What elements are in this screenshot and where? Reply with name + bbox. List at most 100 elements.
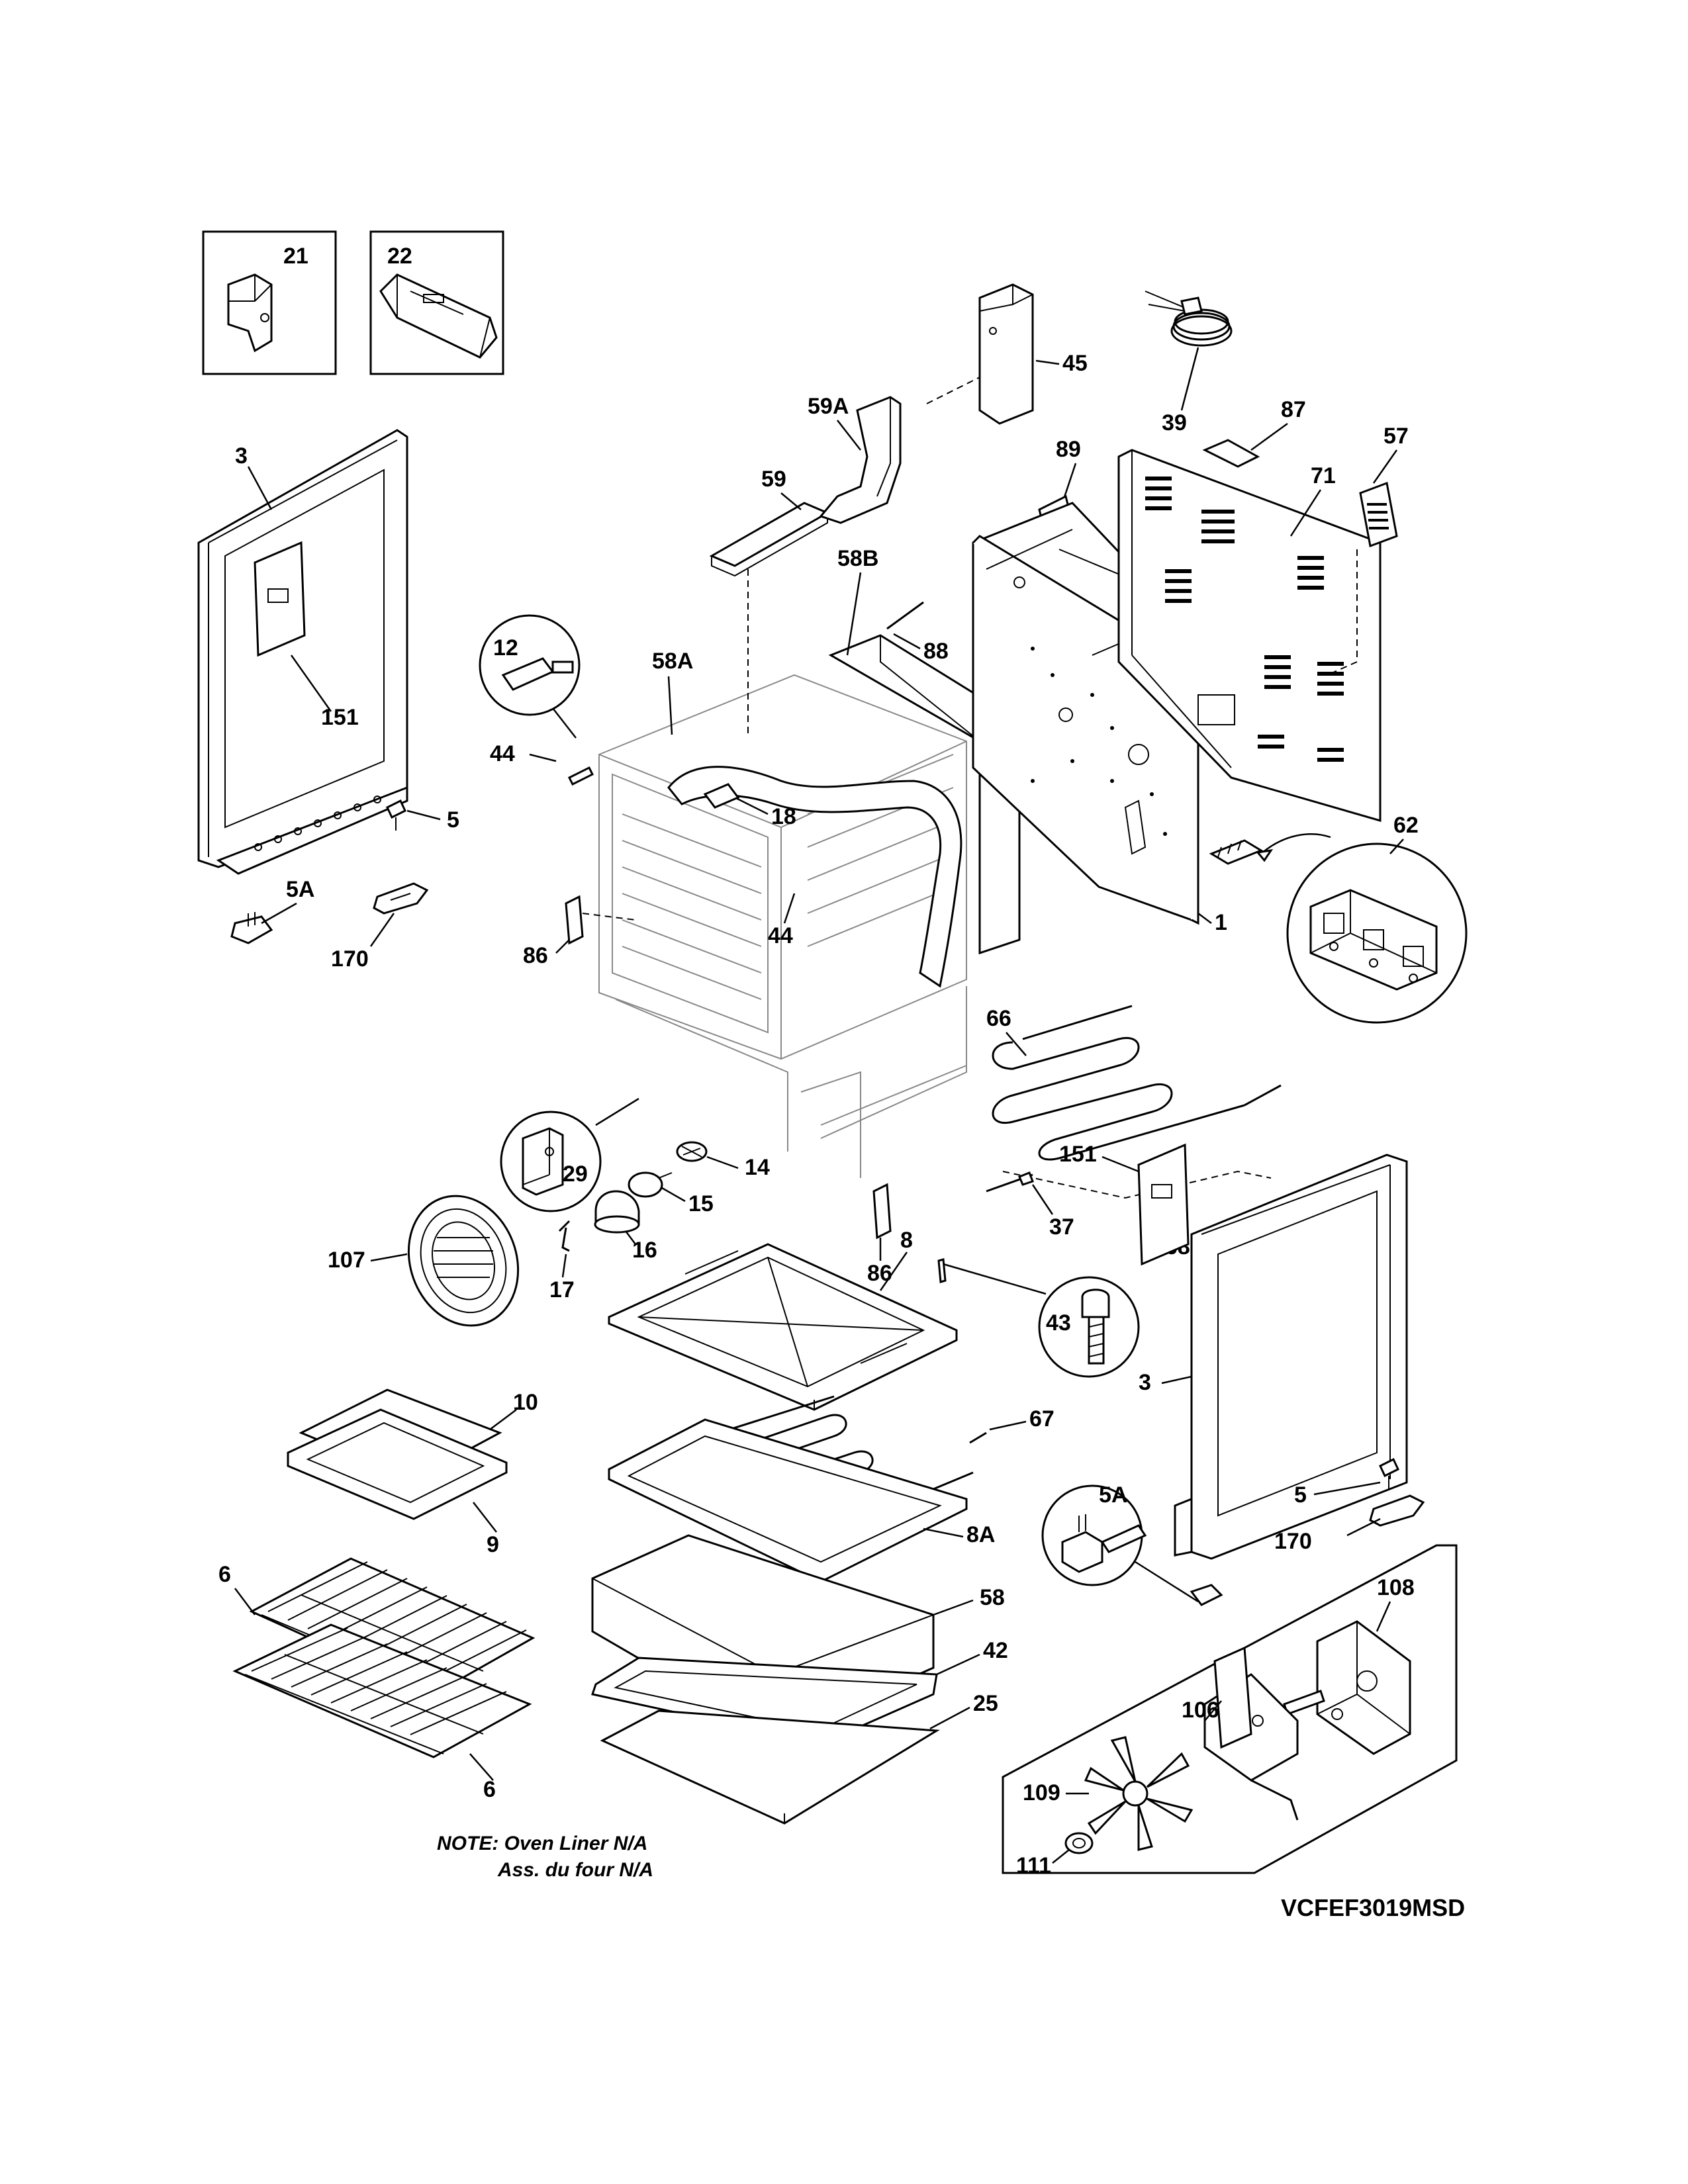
label-5A-left: 5A	[286, 877, 314, 902]
insulation-blanket[interactable]	[667, 766, 962, 988]
label-1: 1	[1215, 910, 1227, 935]
leg-5A-left[interactable]	[230, 912, 273, 944]
inset-part-22[interactable]: 22	[369, 230, 504, 375]
anti-tip-bracket-170-left[interactable]	[373, 882, 429, 915]
label-88: 88	[923, 639, 949, 664]
note-line-2: Ass. du four N/A	[497, 1859, 653, 1881]
panel-42[interactable]	[591, 1657, 938, 1745]
terminal-block-small[interactable]	[1209, 839, 1264, 865]
side-panel-left-3[interactable]	[197, 429, 408, 875]
circle-detail-62[interactable]	[1286, 842, 1468, 1024]
wire-harness-68[interactable]	[1002, 1170, 1272, 1199]
label-57: 57	[1383, 424, 1409, 449]
label-8: 8	[900, 1228, 913, 1253]
inset-part-21[interactable]: 21	[202, 230, 337, 375]
label-58: 58	[980, 1585, 1005, 1610]
label-59A: 59A	[808, 394, 849, 419]
duct-59A[interactable]	[819, 396, 902, 524]
label-8A: 8A	[966, 1522, 995, 1547]
label-39: 39	[1162, 410, 1187, 435]
label-12: 12	[493, 635, 518, 660]
bracket-151-left[interactable]	[254, 541, 306, 657]
lamp-bulb-15[interactable]	[628, 1171, 673, 1198]
label-87: 87	[1281, 397, 1306, 422]
plate-87[interactable]	[1202, 439, 1260, 468]
power-cord-39[interactable]	[1145, 291, 1233, 347]
broil-element-66[interactable]	[992, 1005, 1282, 1161]
label-6-top: 6	[218, 1562, 231, 1587]
convection-cover-107[interactable]	[391, 1181, 536, 1342]
oven-rack-6-bottom[interactable]	[232, 1623, 532, 1758]
hinge-receiver-86-left[interactable]	[565, 895, 584, 945]
label-5A-right: 5A	[1099, 1482, 1127, 1508]
label-58A: 58A	[652, 649, 693, 674]
label-45: 45	[1062, 351, 1088, 376]
label-5-left: 5	[447, 807, 459, 833]
label-18: 18	[771, 804, 796, 829]
latch-clip-18[interactable]	[703, 783, 740, 809]
duct-59[interactable]	[709, 502, 830, 577]
sensor-37[interactable]	[986, 1171, 1034, 1193]
label-3-right: 3	[1139, 1370, 1151, 1395]
wire-88[interactable]	[886, 601, 924, 630]
hinge-receiver-86-right[interactable]	[872, 1183, 892, 1240]
leg-5A-right[interactable]	[1190, 1584, 1223, 1606]
label-170-left: 170	[331, 946, 369, 972]
label-86-right: 86	[867, 1261, 892, 1286]
side-panel-right-3[interactable]	[1174, 1154, 1408, 1560]
fan-motor-108[interactable]	[1283, 1620, 1411, 1755]
label-22: 22	[387, 244, 412, 269]
label-107: 107	[328, 1248, 365, 1273]
bracket-151-right[interactable]	[1137, 1143, 1190, 1266]
circle-detail-43[interactable]: 43	[1038, 1276, 1140, 1378]
label-25: 25	[973, 1691, 998, 1716]
circle-detail-29[interactable]: 29	[500, 1111, 602, 1212]
label-21: 21	[283, 244, 308, 269]
label-10: 10	[513, 1390, 538, 1415]
convection-fan-inset[interactable]	[1002, 1544, 1458, 1874]
leveler-screw-5-left[interactable]	[386, 799, 406, 831]
label-5-right: 5	[1294, 1482, 1307, 1508]
label-9: 9	[487, 1532, 499, 1557]
label-14: 14	[745, 1155, 770, 1180]
label-67: 67	[1029, 1406, 1055, 1432]
bottom-8A[interactable]	[608, 1418, 968, 1583]
cover-25[interactable]	[600, 1709, 940, 1825]
label-151-right: 151	[1059, 1142, 1097, 1167]
label-29: 29	[563, 1161, 588, 1187]
fan-blade-109[interactable]	[1084, 1736, 1194, 1851]
oven-cavity[interactable]	[598, 674, 967, 1178]
label-15: 15	[688, 1191, 714, 1216]
diagram-code: VCFEF3019MSD	[1281, 1894, 1465, 1921]
label-43: 43	[1046, 1310, 1071, 1336]
bottom-panel-8[interactable]	[608, 1243, 958, 1411]
circle-detail-5A-right[interactable]: 5A	[1041, 1482, 1147, 1586]
label-42: 42	[983, 1638, 1008, 1663]
clip-17[interactable]	[558, 1220, 571, 1252]
label-66: 66	[986, 1006, 1011, 1031]
label-58B: 58B	[837, 546, 878, 571]
label-37: 37	[1049, 1214, 1074, 1240]
lamp-socket-14[interactable]	[676, 1141, 708, 1162]
sensor-probe[interactable]	[567, 766, 594, 786]
leveler-screw-5-right[interactable]	[1379, 1457, 1399, 1489]
screw-small[interactable]	[937, 1258, 947, 1283]
fan-bracket-106[interactable]	[1203, 1646, 1299, 1821]
label-89: 89	[1056, 437, 1081, 462]
label-71: 71	[1311, 463, 1336, 488]
label-3-left: 3	[235, 443, 248, 469]
label-151-left: 151	[321, 705, 359, 730]
label-17: 17	[549, 1277, 575, 1302]
circle-detail-12[interactable]: 12	[479, 614, 581, 716]
label-16: 16	[632, 1238, 657, 1263]
vent-duct-45[interactable]	[978, 283, 1034, 425]
broiler-pan-9[interactable]	[287, 1408, 508, 1520]
anti-tip-bracket-170-right[interactable]	[1369, 1494, 1425, 1527]
cover-57[interactable]	[1359, 481, 1398, 548]
fan-nut-111[interactable]	[1064, 1832, 1094, 1854]
lamp-cover-16[interactable]	[594, 1190, 640, 1234]
label-44-mid: 44	[768, 923, 793, 948]
label-108: 108	[1377, 1575, 1415, 1600]
label-170-right: 170	[1274, 1529, 1312, 1554]
